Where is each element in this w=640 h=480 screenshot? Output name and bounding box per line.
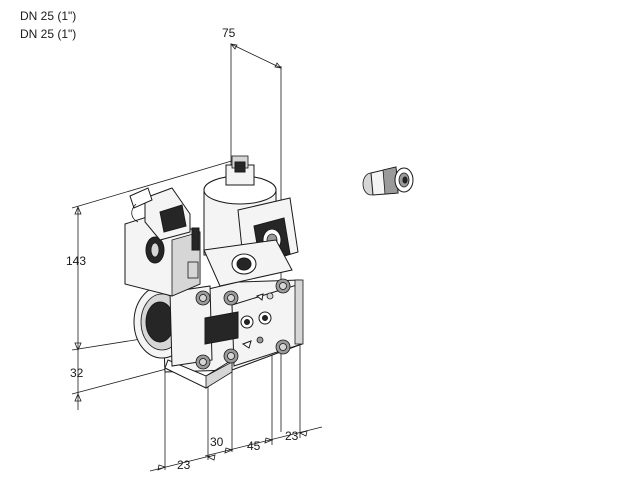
- dim-75-label: 75: [222, 26, 236, 40]
- dim-45-label: 45: [247, 439, 261, 453]
- left-solenoid: [124, 187, 201, 297]
- right-actuator: [203, 155, 299, 287]
- dim-32-label: 32: [70, 366, 84, 380]
- header-line-1: DN 25 (1"): [20, 9, 77, 23]
- valve-body: [133, 278, 304, 389]
- dim-30-label: 30: [210, 435, 224, 449]
- dim-143-label: 143: [66, 254, 86, 268]
- dim-bottom-right-23-label: 23: [285, 429, 299, 443]
- dim-bottom-left-23-label: 23: [177, 458, 191, 472]
- dimension-labels: 75 143 32 23 30 45 23: [66, 26, 299, 472]
- cable-gland: [362, 166, 414, 196]
- header-line-2: DN 25 (1"): [20, 27, 77, 41]
